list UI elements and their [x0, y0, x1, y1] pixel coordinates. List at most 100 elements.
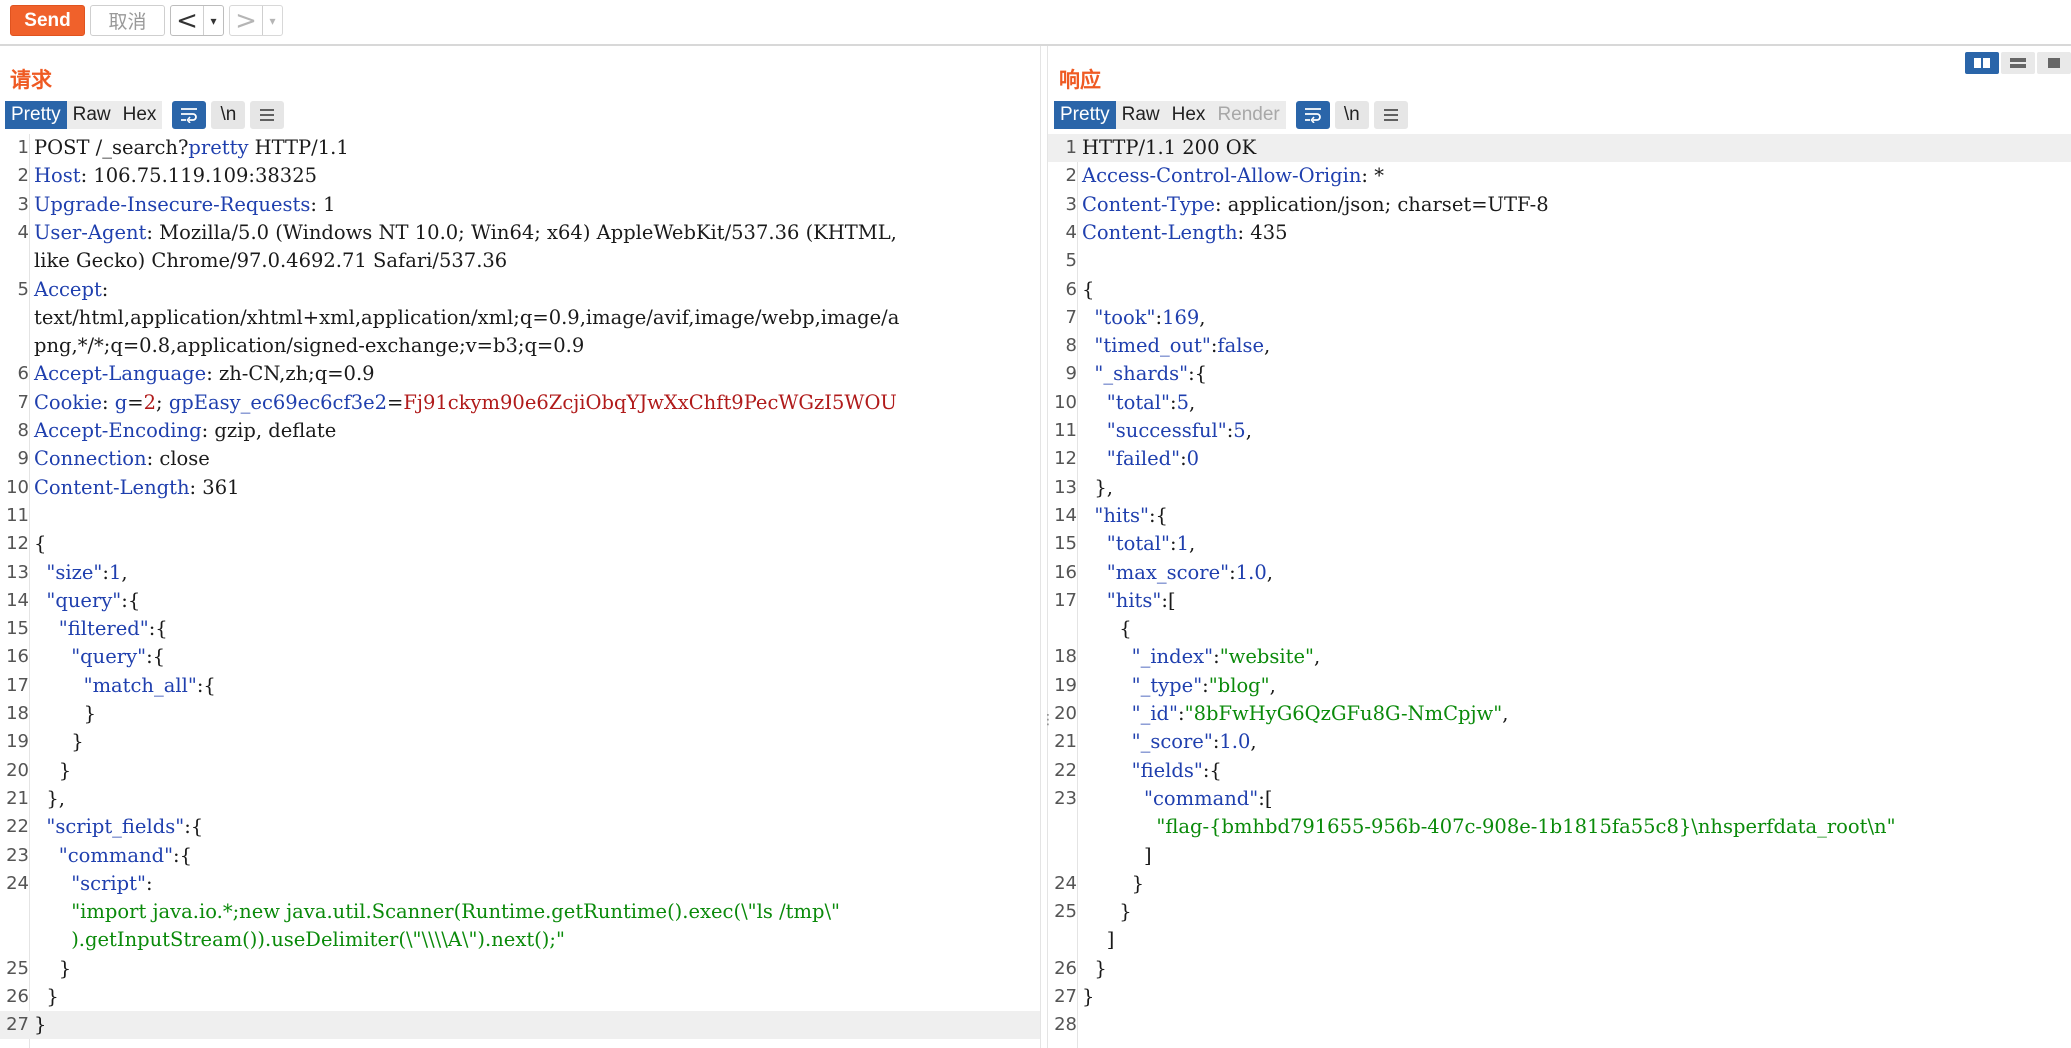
back-button[interactable]: <	[176, 5, 198, 36]
request-tab-hex[interactable]: Hex	[116, 101, 163, 129]
code-line[interactable]: 19 "_type":"blog",	[1048, 672, 2071, 700]
code-line[interactable]: 17 "hits":[	[1048, 587, 2071, 615]
code-line[interactable]: 8 "timed_out":false,	[1048, 332, 2071, 360]
code-line[interactable]: 15 "filtered":{	[0, 615, 1040, 643]
code-line[interactable]: 20 "_id":"8bFwHyG6QzGFu8G-NmCpjw",	[1048, 700, 2071, 728]
divider-grip-icon[interactable]: ⋮	[1041, 711, 1055, 727]
back-history-dropdown-icon[interactable]: ▾	[203, 6, 223, 35]
token: like Gecko) Chrome/97.0.4692.71 Safari/5…	[34, 249, 508, 273]
code-line[interactable]: 18 "_index":"website",	[1048, 643, 2071, 671]
request-tab-raw[interactable]: Raw	[66, 101, 117, 129]
code-line[interactable]: 23 "command":{	[0, 842, 1040, 870]
token: }	[1082, 871, 1144, 895]
menu-icon[interactable]	[1373, 101, 1408, 129]
send-button[interactable]: Send	[10, 5, 85, 36]
line-number: 11	[6, 504, 29, 526]
code-line[interactable]: 27}	[1048, 983, 2071, 1011]
code-line[interactable]: ).getInputStream()).useDelimiter(\"\\\\A…	[0, 926, 1040, 954]
code-line[interactable]: 23 "command":[	[1048, 785, 2071, 813]
single-pane-icon[interactable]	[2037, 52, 2071, 74]
split-horizontal-icon[interactable]	[1965, 52, 1999, 74]
code-line[interactable]: 28	[1048, 1011, 2071, 1039]
code-line[interactable]: 26 }	[0, 983, 1040, 1011]
token	[1082, 730, 1132, 753]
code-line[interactable]: 16 "max_score":1.0,	[1048, 559, 2071, 587]
code-line[interactable]: 12{	[0, 530, 1040, 558]
response-tab-render[interactable]: Render	[1211, 101, 1286, 129]
code-line[interactable]: 12 "failed":0	[1048, 445, 2071, 473]
code-line[interactable]: 11 "successful":5,	[1048, 417, 2071, 445]
token: ]	[1082, 928, 1115, 952]
code-line[interactable]: 20 }	[0, 757, 1040, 785]
show-newlines-button[interactable]: \n	[1334, 101, 1369, 129]
wrap-lines-icon[interactable]	[172, 101, 207, 129]
code-line[interactable]: "import java.io.*;new java.util.Scanner(…	[0, 898, 1040, 926]
code-line[interactable]: 13 "size":1,	[0, 559, 1040, 587]
response-tab-pretty[interactable]: Pretty	[1054, 101, 1116, 129]
code-line[interactable]: like Gecko) Chrome/97.0.4692.71 Safari/5…	[0, 247, 1040, 275]
request-tab-pretty[interactable]: Pretty	[5, 101, 67, 129]
code-line[interactable]: 10 "total":5,	[1048, 389, 2071, 417]
show-newlines-button[interactable]: \n	[211, 101, 246, 129]
response-tab-hex[interactable]: Hex	[1165, 101, 1212, 129]
code-line[interactable]: {	[1048, 615, 2071, 643]
line-number: 14	[1054, 504, 1077, 526]
code-line[interactable]: ]	[1048, 926, 2071, 954]
code-line[interactable]: 11	[0, 502, 1040, 530]
line-number: 20	[6, 759, 29, 781]
wrap-lines-icon[interactable]	[1295, 101, 1330, 129]
code-line[interactable]: 27}	[0, 1011, 1040, 1040]
pane-divider[interactable]	[1040, 46, 1048, 1048]
code-line[interactable]: 18 }	[0, 700, 1040, 728]
code-line[interactable]: 16 "query":{	[0, 643, 1040, 671]
code-line[interactable]: 17 "match_all":{	[0, 672, 1040, 700]
response-tab-raw[interactable]: Raw	[1115, 101, 1166, 129]
forward-history-dropdown-icon[interactable]: ▾	[262, 6, 282, 35]
code-line[interactable]: 19 }	[0, 728, 1040, 756]
cancel-button[interactable]: 取消	[90, 5, 165, 36]
code-line[interactable]: 21 },	[0, 785, 1040, 813]
code-line[interactable]: 14 "query":{	[0, 587, 1040, 615]
code-line[interactable]: 25 }	[1048, 898, 2071, 926]
code-line[interactable]: 24 "script":	[0, 870, 1040, 898]
line-number: 27	[6, 1014, 29, 1036]
code-line[interactable]: 14 "hits":{	[1048, 502, 2071, 530]
code-line[interactable]: text/html,application/xhtml+xml,applicat…	[0, 304, 1040, 332]
code-line[interactable]: 21 "_score":1.0,	[1048, 728, 2071, 756]
code-line[interactable]: 5	[1048, 247, 2071, 275]
code-line[interactable]: 24 }	[1048, 870, 2071, 898]
code-line[interactable]: "flag-{bmhbd791655-956b-407c-908e-1b1815…	[1048, 813, 2071, 841]
code-line[interactable]: 26 }	[1048, 955, 2071, 983]
code-line[interactable]: 7 "took":169,	[1048, 304, 2071, 332]
forward-button[interactable]: >	[235, 5, 257, 36]
code-line[interactable]: 22 "fields":{	[1048, 757, 2071, 785]
code-line[interactable]: 22 "script_fields":{	[0, 813, 1040, 841]
menu-icon[interactable]	[250, 101, 285, 129]
code-line[interactable]: ]	[1048, 842, 2071, 870]
token: :	[1155, 305, 1163, 329]
code-line[interactable]: 15 "total":1,	[1048, 530, 2071, 558]
code-line[interactable]: 6{	[1048, 276, 2071, 304]
code-line[interactable]: 9 "_shards":{	[1048, 360, 2071, 388]
split-vertical-icon[interactable]	[2001, 52, 2035, 74]
line-number: 6	[1065, 278, 1077, 300]
code-line[interactable]: 13 },	[1048, 474, 2071, 502]
code-line[interactable]: 25 }	[0, 955, 1040, 983]
code-line[interactable]: png,*/*;q=0.8,application/signed-exchang…	[0, 332, 1040, 360]
